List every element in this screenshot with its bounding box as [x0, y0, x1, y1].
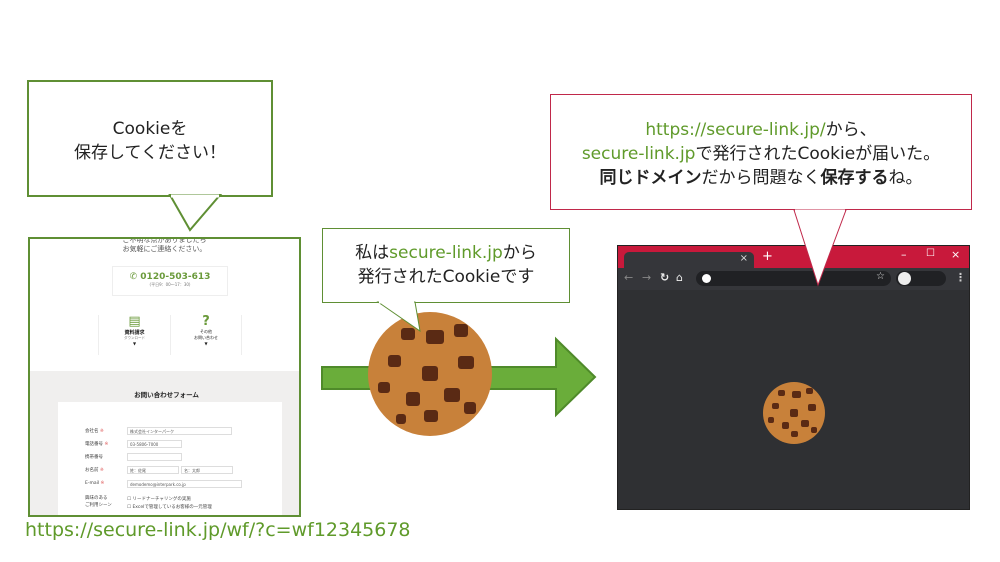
right-l3b: だから問題なく — [701, 168, 821, 188]
small-cookie-icon — [763, 382, 825, 444]
browser-tab[interactable]: × — [624, 252, 754, 268]
forward-icon[interactable]: → — [642, 271, 652, 284]
middle-bubble-tail — [376, 301, 421, 333]
menu-other-sub: お問い合わせ — [194, 335, 218, 340]
right-bubble-tail — [793, 209, 847, 287]
menu-other-label: その他 — [200, 329, 212, 334]
scene-option-2[interactable]: ☐ Excelで管理しているお客様の一元管理 — [127, 505, 212, 510]
form-title: お問い合わせフォーム — [134, 391, 199, 399]
star-icon[interactable]: ☆ — [876, 271, 885, 282]
menu-docs-label: 資料請求 — [124, 330, 145, 336]
form-section: お問い合わせフォーム 会社名 ※ 株式会社インターパーク 電話番号 ※ 03-5… — [30, 371, 299, 515]
label-company: 会社名 — [85, 429, 99, 434]
email-input[interactable]: demodemo@interpark.co.jp — [127, 480, 242, 488]
mid-domain: secure-link.jp — [389, 243, 503, 263]
maximize-button[interactable]: ☐ — [926, 248, 935, 259]
left-callout-line2: 保存してください！ — [74, 143, 226, 163]
left-bubble-tail — [168, 194, 223, 232]
right-domain: secure-link.jp — [581, 144, 696, 164]
home-icon[interactable]: ⌂ — [676, 271, 683, 284]
right-url-post: から、 — [825, 120, 877, 140]
option-label: リードナーチャリングの実施 — [132, 497, 191, 502]
last-name-input[interactable]: 姓：佐尾 — [127, 466, 179, 474]
minimize-button[interactable]: – — [901, 248, 907, 261]
required-mark: ※ — [99, 429, 104, 434]
back-icon[interactable]: ← — [624, 271, 634, 284]
company-input[interactable]: 株式会社インターパーク — [127, 427, 232, 435]
new-tab-button[interactable]: + — [762, 249, 773, 264]
required-mark: ※ — [99, 468, 104, 473]
menu-other[interactable]: ? その他 お問い合わせ ▼ — [170, 315, 242, 355]
menu-docs-sub: ダウンロード — [124, 336, 145, 340]
right-l3d: ね。 — [888, 168, 923, 188]
browser-window: × + – ☐ × ← → ↻ ⌂ ☆ ⋮ — [617, 245, 970, 510]
site-url: https://secure-link.jp/wf/?c=wf12345678 — [25, 519, 411, 541]
cookie-icon — [368, 312, 492, 436]
first-name-input[interactable]: 名：太郎 — [181, 466, 233, 474]
same-domain-text: 同じドメイン — [599, 168, 702, 188]
website-screenshot: ご不明な点がありましたら お気軽にご連絡ください。 ✆ 0120-503-613… — [28, 237, 301, 517]
middle-speech-bubble: 私はsecure-link.jpから 発行されたCookieです — [322, 228, 570, 303]
mid-pre: 私は — [355, 243, 390, 263]
menu-icon[interactable]: ⋮ — [955, 271, 966, 284]
scene-option-1[interactable]: ☐ リードナーチャリングの実施 — [127, 497, 191, 502]
save-text: 保存する — [820, 168, 889, 188]
menu-docs[interactable]: ▤ 資料請求 ダウンロード ▼ — [98, 315, 170, 355]
label-email: E-mail — [85, 481, 100, 486]
left-callout-line1: Cookieを — [112, 119, 188, 139]
mobile-input[interactable] — [127, 453, 182, 461]
browser-toolbar: ← → ↻ ⌂ ☆ ⋮ — [618, 268, 969, 290]
tab-close-icon[interactable]: × — [739, 253, 748, 264]
address-bar[interactable]: ☆ — [696, 271, 891, 286]
intro-line2: お気軽にご連絡ください。 — [122, 245, 207, 253]
document-icon: ▤ — [128, 314, 141, 329]
question-icon: ? — [202, 314, 210, 329]
form: 会社名 ※ 株式会社インターパーク 電話番号 ※ 03-5806-7000 携帯… — [58, 402, 282, 515]
option-label: Excelで管理しているお客様の一元管理 — [132, 505, 212, 510]
reload-icon[interactable]: ↻ — [660, 271, 670, 284]
close-button[interactable]: × — [951, 248, 961, 261]
required-mark: ※ — [100, 481, 105, 486]
phone-box[interactable]: ✆ 0120-503-613 (平日9：00〜17：30) — [112, 266, 228, 296]
avatar[interactable] — [898, 272, 911, 285]
phone-number: 0120-503-613 — [140, 272, 211, 282]
phone-input[interactable]: 03-5806-7000 — [127, 440, 182, 448]
browser-titlebar: × + – ☐ × — [618, 246, 969, 268]
mid-post: から — [502, 243, 537, 263]
required-mark: ※ — [104, 442, 109, 447]
label-phone: 電話番号 — [85, 442, 103, 447]
right-line2: で発行されたCookieが届いた。 — [695, 144, 941, 164]
site-info-icon[interactable] — [702, 274, 711, 283]
mid-line2: 発行されたCookieです — [357, 267, 535, 287]
scene-label2: ご利用シーン — [85, 503, 112, 508]
label-mobile: 携帯番号 — [85, 455, 103, 460]
label-name: お名前 — [85, 468, 99, 473]
intro-line1: ご不明な点がありましたら — [122, 237, 207, 244]
right-speech-bubble: https://secure-link.jp/から、 secure-link.j… — [550, 94, 972, 210]
hours: (平日9：00〜17：30) — [149, 282, 191, 287]
left-speech-bubble: Cookieを 保存してください！ — [27, 80, 273, 197]
right-url: https://secure-link.jp/ — [645, 120, 826, 140]
profile-pill[interactable] — [896, 271, 946, 286]
phone-icon: ✆ — [129, 272, 138, 282]
scene-label: 興味のある — [85, 496, 108, 501]
